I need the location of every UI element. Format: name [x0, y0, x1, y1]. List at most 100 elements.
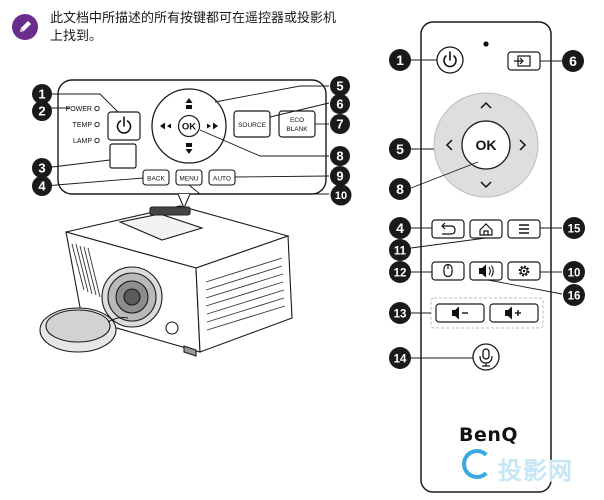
svg-text:10: 10: [568, 268, 581, 280]
gear-icon: [518, 265, 530, 277]
svg-text:2: 2: [38, 104, 45, 119]
power-icon: [116, 116, 132, 134]
watermark-logo-icon: [462, 449, 492, 479]
panel-dpad[interactable]: OK: [151, 88, 227, 164]
panel-auto-label: AUTO: [213, 176, 231, 183]
remote-volume-down-button[interactable]: [435, 303, 485, 323]
svg-text:8: 8: [396, 181, 404, 197]
remote-callout-16: 16: [563, 284, 585, 306]
remote-callout-11: 11: [389, 239, 411, 261]
remote-input-button[interactable]: [507, 51, 541, 71]
remote-callout-8: 8: [389, 178, 411, 200]
volume-down-icon: [452, 306, 468, 320]
indicator-power-led: [94, 105, 100, 112]
remote-callout-14: 14: [389, 347, 411, 369]
remote-callout-4: 4: [389, 217, 411, 239]
svg-text:1: 1: [396, 52, 404, 68]
panel-callout-7: 7: [330, 114, 350, 134]
remote-menu-button[interactable]: [507, 219, 541, 239]
remote-callout-13: 13: [389, 302, 411, 324]
remote-ir-sensor: [483, 41, 489, 47]
panel-dpad-left-icon: [160, 122, 171, 130]
remote-callout-1: 1: [389, 49, 411, 71]
remote-left-icon: [445, 139, 453, 151]
indicator-temp-label: TEMP: [73, 122, 93, 129]
panel-callout-9: 9: [330, 166, 350, 186]
remote-down-icon: [480, 181, 492, 189]
panel-back-button[interactable]: BACK: [142, 169, 170, 186]
panel-back-label: BACK: [147, 176, 165, 183]
panel-menu-label: MENU: [179, 176, 198, 183]
panel-callout-1: 1: [32, 84, 52, 104]
panel-ok-label: OK: [182, 122, 196, 133]
remote-ok-label: OK: [476, 137, 497, 153]
panel-callout-4: 4: [32, 176, 52, 196]
svg-text:7: 7: [336, 117, 343, 132]
remote-home-button[interactable]: [469, 219, 503, 239]
input-icon: [514, 55, 531, 67]
remote-callout-6: 6: [562, 50, 584, 72]
panel-dpad-up-icon: [185, 98, 193, 109]
panel-dpad-right-icon: [207, 122, 218, 130]
svg-text:13: 13: [394, 309, 407, 321]
svg-text:1: 1: [38, 87, 45, 102]
back-icon: [441, 222, 456, 235]
panel-callout-6: 6: [330, 94, 350, 114]
svg-text:9: 9: [336, 169, 343, 184]
remote-mouse-button[interactable]: [431, 261, 465, 281]
mute-icon: [479, 264, 494, 278]
svg-text:16: 16: [568, 291, 581, 303]
projector-control-panel: POWER TEMP LAMP OK: [32, 76, 352, 206]
mouse-icon: [443, 263, 453, 278]
panel-leader-lines: [43, 85, 330, 195]
svg-text:14: 14: [394, 354, 407, 366]
svg-text:10: 10: [335, 190, 347, 202]
remote-mute-button[interactable]: [469, 261, 503, 281]
remote-navigation-ring[interactable]: OK: [433, 92, 539, 198]
indicator-lamp-label: LAMP: [73, 138, 92, 145]
svg-text:5: 5: [396, 141, 404, 157]
panel-blank-label: BLANK: [286, 126, 308, 133]
panel-callout-3: 3: [32, 158, 52, 178]
panel-eco-label: ECO: [290, 117, 304, 124]
panel-eco-blank-button[interactable]: ECO BLANK: [278, 110, 316, 138]
watermark: 投影网: [462, 447, 582, 487]
remote-callout-5: 5: [389, 138, 411, 160]
panel-auto-button[interactable]: AUTO: [208, 169, 236, 186]
remote-mic-button[interactable]: [472, 343, 500, 371]
panel-power-button[interactable]: [107, 111, 141, 141]
note: 此文档中所描述的所有按键都可在遥控器或投影机上找到。: [12, 8, 342, 48]
remote-brand-logo: BenQ: [459, 424, 519, 446]
microphone-icon: [479, 348, 493, 367]
remote-right-icon: [519, 139, 527, 151]
remote-control: OK: [389, 21, 585, 493]
panel-callout-10: 10: [330, 184, 352, 206]
remote-settings-button[interactable]: [507, 261, 541, 281]
remote-callout-12: 12: [389, 261, 411, 283]
remote-back-button[interactable]: [431, 219, 465, 239]
panel-dpad-down-icon: [185, 143, 193, 154]
remote-callout-15: 15: [563, 217, 585, 239]
panel-callout-8: 8: [330, 146, 350, 166]
panel-source-button[interactable]: SOURCE: [233, 110, 271, 138]
indicator-lamp-led: [94, 137, 100, 144]
panel-menu-button[interactable]: MENU: [175, 169, 203, 186]
remote-power-button[interactable]: [436, 46, 464, 74]
remote-volume-up-button[interactable]: [489, 303, 539, 323]
power-icon: [443, 51, 457, 68]
svg-text:12: 12: [394, 268, 407, 280]
svg-text:6: 6: [336, 97, 343, 112]
projector-illustration: [39, 205, 293, 357]
panel-source-label: SOURCE: [238, 122, 266, 129]
panel-callout-5: 5: [330, 76, 350, 96]
volume-up-icon: [505, 306, 521, 320]
svg-text:8: 8: [336, 149, 343, 164]
remote-callout-10: 10: [563, 261, 585, 283]
svg-text:5: 5: [336, 79, 343, 94]
svg-text:4: 4: [38, 179, 46, 194]
menu-icon: [519, 224, 529, 234]
watermark-text: 投影网: [498, 457, 573, 485]
svg-text:3: 3: [38, 161, 45, 176]
panel-unlabeled-button[interactable]: [109, 143, 137, 169]
